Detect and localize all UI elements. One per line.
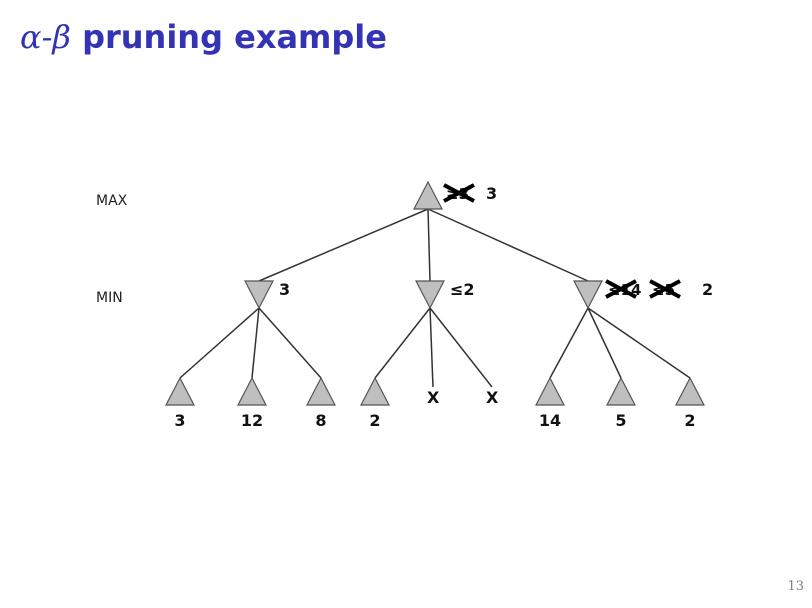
cross-out-mark	[443, 183, 475, 203]
leaf-node	[606, 376, 636, 406]
title-text: pruning example	[82, 18, 387, 56]
min-node	[573, 280, 603, 310]
tree-edge	[429, 307, 434, 388]
tree-edge	[587, 307, 691, 379]
pruned-leaf-marker: X	[427, 388, 440, 407]
leaf-value: 2	[684, 411, 695, 430]
leaf-value: 8	[315, 411, 326, 430]
leaf-value: 12	[241, 411, 263, 430]
tree-edge	[251, 307, 260, 379]
tree-edge	[587, 307, 622, 379]
page-number: 13	[787, 579, 804, 594]
node-value: ≤2	[450, 280, 475, 299]
leaf-node	[306, 376, 336, 406]
leaf-node	[237, 376, 267, 406]
leaf-value: 3	[174, 411, 185, 430]
cross-out-mark	[649, 279, 681, 299]
max-node-root	[413, 180, 443, 210]
level-label-min: MIN	[96, 290, 123, 306]
title-greek: α-β	[20, 18, 71, 56]
tree-edge	[374, 307, 431, 379]
leaf-node	[675, 376, 705, 406]
leaf-node	[165, 376, 195, 406]
leaf-value: 5	[615, 411, 626, 430]
cross-out-mark	[605, 279, 637, 299]
node-value: 2	[702, 280, 713, 299]
tree-edge	[549, 307, 589, 379]
leaf-value: 2	[369, 411, 380, 430]
tree-edge	[427, 208, 431, 282]
leaf-value: 14	[539, 411, 561, 430]
node-value: 3	[279, 280, 290, 299]
node-value: 3	[486, 184, 497, 203]
leaf-node	[360, 376, 390, 406]
min-node	[415, 280, 445, 310]
tree-edge	[179, 307, 260, 379]
tree-edge	[429, 307, 493, 388]
tree-edge	[258, 307, 322, 379]
tree-edge	[427, 208, 589, 282]
slide-title: α-β pruning example	[20, 18, 387, 56]
level-label-max: MAX	[96, 193, 128, 209]
pruned-leaf-marker: X	[486, 388, 499, 407]
tree-edge	[258, 208, 429, 282]
leaf-node	[535, 376, 565, 406]
min-node	[244, 280, 274, 310]
